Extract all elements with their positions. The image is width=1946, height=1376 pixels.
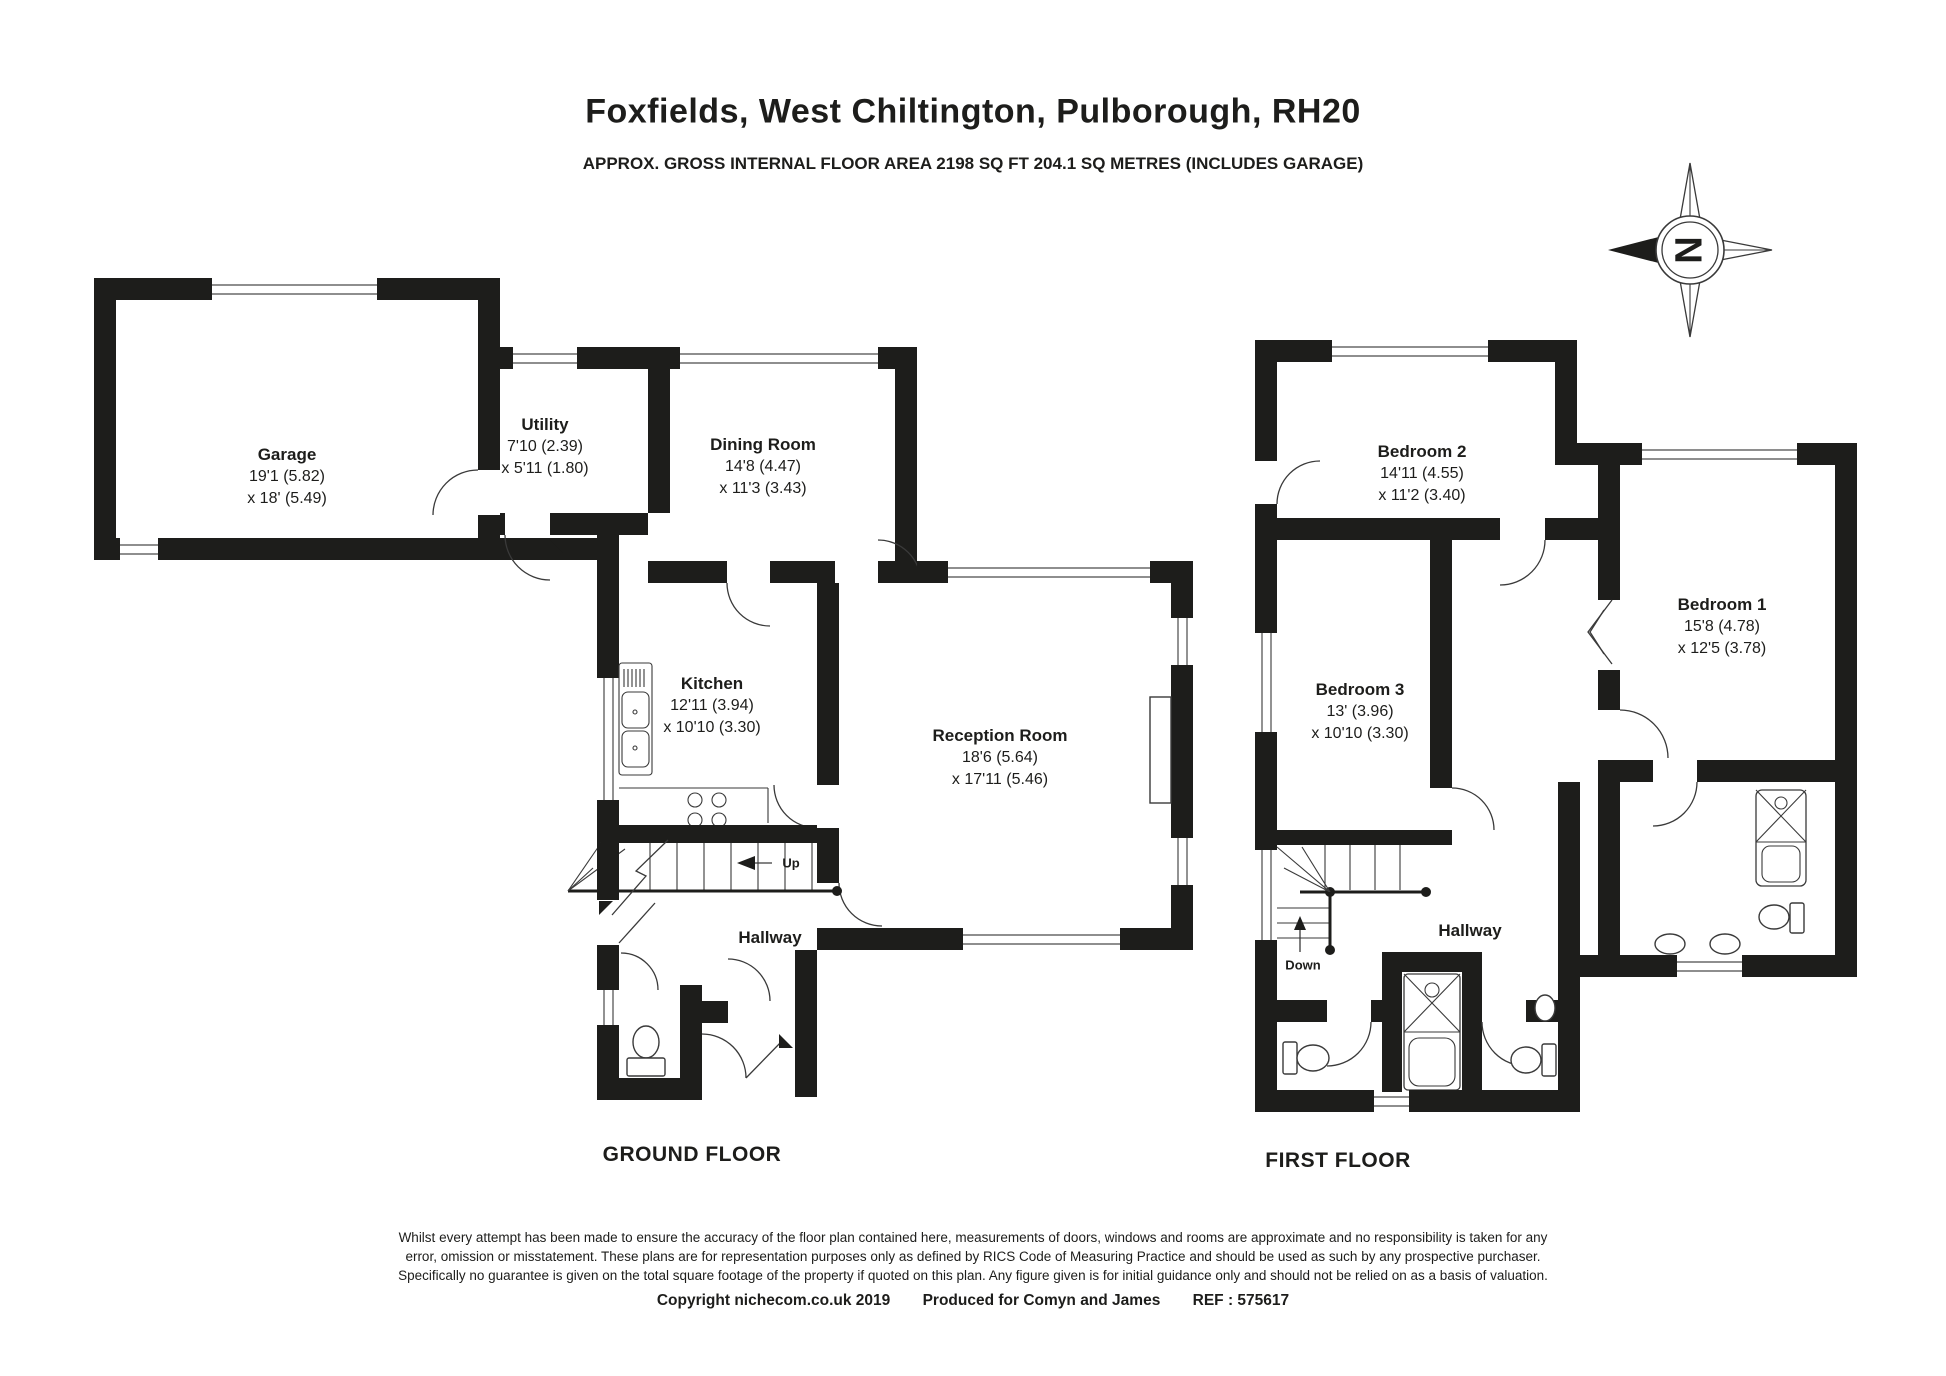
shower-bath [1382, 952, 1482, 1092]
disclaimer-line-1: Whilst every attempt has been made to en… [398, 1230, 1548, 1245]
fireplace [1149, 696, 1172, 804]
room-label-reception-room: Reception Room 18'6 (5.64) x 17'11 (5.46… [932, 726, 1068, 788]
disclaimer-line-3: Specifically no guarantee is given on th… [398, 1268, 1548, 1283]
room-label-kitchen: Kitchen 12'11 (3.94) x 10'10 (3.30) [663, 674, 761, 736]
ground-floor-plan [94, 278, 1193, 1100]
ground-floor-label: GROUND FLOOR [602, 1143, 782, 1166]
footer-credits: Copyright nichecom.co.uk 2019 Produced f… [0, 1292, 1946, 1310]
compass-north-letter: N [1668, 236, 1711, 264]
porch-door-leaf-icon [779, 1034, 793, 1048]
bathroom-fixtures [1510, 994, 1557, 1077]
disclaimer-text: Whilst every attempt has been made to en… [0, 1228, 1946, 1285]
stairs-down-label: Down [1285, 957, 1321, 973]
room-label-dining-room: Dining Room 14'8 (4.47) x 11'3 (3.43) [710, 435, 816, 497]
garage-window [212, 284, 377, 295]
disclaimer-line-2: error, omission or misstatement. These p… [405, 1249, 1541, 1264]
room-label-utility: Utility 7'10 (2.39) x 5'11 (1.80) [501, 415, 589, 477]
room-label-bedroom-2: Bedroom 2 14'11 (4.55) x 11'2 (3.40) [1377, 442, 1467, 504]
room-label-bedroom-3: Bedroom 3 13' (3.96) x 10'10 (3.30) [1311, 680, 1409, 742]
front-door-leaf-icon [599, 901, 613, 915]
landing-wc-toilet [1282, 1041, 1330, 1075]
room-label-bedroom-1: Bedroom 1 15'8 (4.78) x 12'5 (3.78) [1677, 595, 1767, 657]
door-leaf-icon [549, 539, 563, 553]
produced-for-text: Produced for Comyn and James [922, 1292, 1161, 1309]
first-floor-label: FIRST FLOOR [1265, 1149, 1411, 1172]
room-label-garage: Garage 19'1 (5.82) x 18' (5.49) [247, 445, 327, 507]
reference-number: REF : 575617 [1192, 1292, 1290, 1309]
stairs-up [567, 825, 842, 916]
copyright-text: Copyright nichecom.co.uk 2019 [656, 1292, 891, 1309]
page-subtitle: APPROX. GROSS INTERNAL FLOOR AREA 2198 S… [582, 154, 1364, 173]
kitchen-sink [618, 662, 653, 776]
wc-toilet [626, 1025, 666, 1077]
kitchen-hob [619, 787, 769, 828]
page-title: Foxfields, West Chiltington, Pulborough,… [585, 92, 1361, 131]
ensuite-fixtures [1654, 789, 1807, 955]
stairs-down [1276, 845, 1431, 955]
stairs-up-label: Up [782, 855, 800, 871]
compass-north-icon [1608, 162, 1773, 338]
first-floor-plan [1255, 340, 1857, 1112]
room-label-hallway-first: Hallway [1438, 921, 1502, 940]
room-label-hallway-ground: Hallway [738, 928, 802, 947]
